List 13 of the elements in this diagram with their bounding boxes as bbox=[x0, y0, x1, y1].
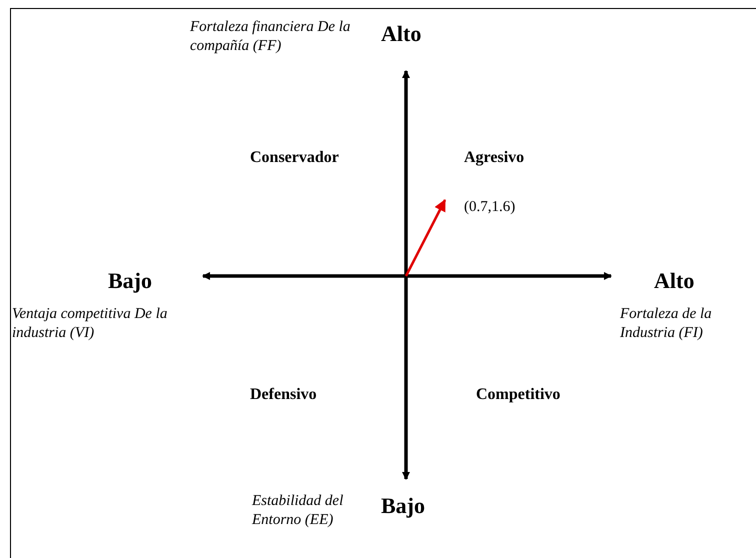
axis-end-label: Bajo bbox=[108, 267, 152, 294]
quadrant-label: Conservador bbox=[250, 148, 339, 168]
quadrant-label: Defensivo bbox=[250, 385, 317, 405]
axis-caption: Ventaja competitiva De la industria (VI) bbox=[12, 305, 168, 342]
axis-caption: Fortaleza financiera De la compañía (FF) bbox=[190, 18, 352, 56]
axis-end-label: Alto bbox=[654, 267, 694, 294]
point-label: (0.7,1.6) bbox=[464, 198, 516, 217]
axis-caption: Estabilidad del Entorno (EE) bbox=[252, 492, 344, 530]
quadrant-label: Competitivo bbox=[476, 385, 560, 405]
axis-end-label: Bajo bbox=[381, 492, 425, 520]
axis-caption: Fortaleza de la Industria (FI) bbox=[620, 305, 713, 342]
quadrant-label: Agresivo bbox=[464, 148, 524, 168]
axis-end-label: Alto bbox=[381, 20, 422, 48]
